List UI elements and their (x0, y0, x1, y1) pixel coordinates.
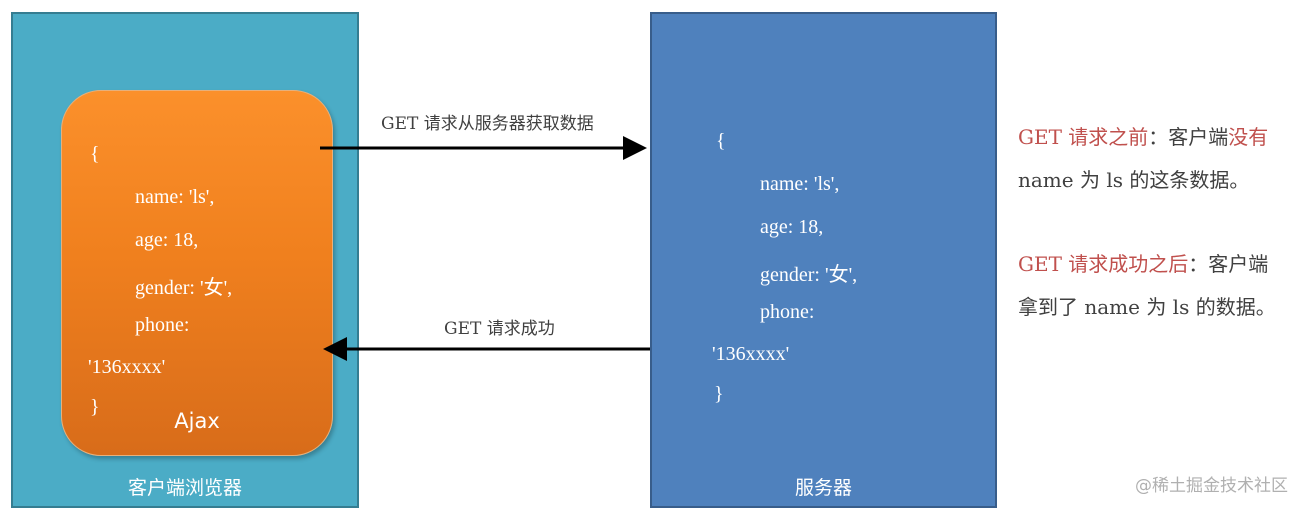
client-browser-panel: { name: 'ls', age: 18, gender: '女', phon… (11, 12, 359, 508)
note-before: GET 请求之前：客户端没有 name 为 ls 的这条数据。 (1018, 116, 1313, 202)
server-code-line: gender: '女', (760, 264, 858, 286)
client-code-line: gender: '女', (135, 277, 233, 299)
note-before-highlight: GET 请求之前 (1018, 125, 1149, 149)
client-code-line: phone: (135, 314, 190, 336)
client-code-line: name: 'ls', (135, 186, 215, 208)
note-after-text: ：客户端 (1188, 252, 1269, 276)
note-after-highlight: GET 请求成功之后 (1018, 252, 1189, 276)
server-code-line: name: 'ls', (760, 173, 840, 195)
server-panel: { name: 'ls', age: 18, gender: '女', phon… (650, 12, 997, 508)
response-arrow-label: GET 请求成功 (444, 319, 555, 339)
watermark: @稀土掘金技术社区 (1135, 476, 1288, 496)
note-after-line-2: 拿到了 name 为 ls 的数据。 (1018, 295, 1276, 319)
request-arrow-label: GET 请求从服务器获取数据 (381, 114, 594, 134)
note-before-line-2: name 为 ls 的这条数据。 (1018, 168, 1250, 192)
server-code-line: age: 18, (760, 216, 824, 238)
client-panel-label: 客户端浏览器 (127, 477, 242, 499)
client-code-line: } (90, 396, 100, 418)
server-code-line: { (716, 130, 726, 152)
note-before-highlight-2: 没有 (1228, 125, 1269, 149)
note-after-line-1: GET 请求成功之后：客户端 (1018, 243, 1313, 286)
note-after: GET 请求成功之后：客户端 拿到了 name 为 ls 的数据。 (1018, 243, 1313, 329)
note-before-text: ：客户端 (1148, 125, 1229, 149)
server-code-line: phone: (760, 301, 815, 323)
client-code-line: { (90, 143, 100, 165)
note-before-line-1: GET 请求之前：客户端没有 (1018, 116, 1313, 159)
server-code-line: '136xxxx' (712, 343, 790, 365)
client-code-line: '136xxxx' (88, 356, 166, 378)
server-code-line: } (714, 383, 724, 405)
client-code-line: age: 18, (135, 229, 199, 251)
ajax-box: { name: 'ls', age: 18, gender: '女', phon… (61, 90, 333, 456)
ajax-label: Ajax (174, 409, 220, 433)
server-panel-label: 服务器 (794, 477, 852, 499)
